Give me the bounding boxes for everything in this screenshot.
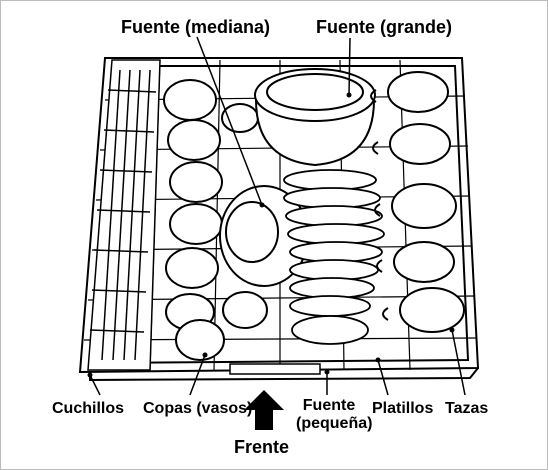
glasses-column xyxy=(163,79,268,361)
front-arrow-icon xyxy=(244,390,284,430)
label-fuente-grande: Fuente (grande) xyxy=(316,17,453,37)
cups-column xyxy=(370,71,465,333)
cutlery-basket xyxy=(87,59,161,371)
large-bowl xyxy=(254,68,376,167)
label-fuente-pequena-line1: Fuente xyxy=(302,397,356,414)
medium-bowl xyxy=(219,185,309,287)
saucer-stack xyxy=(283,169,385,345)
label-tazas: Tazas xyxy=(445,400,489,417)
leader-lines xyxy=(89,36,466,396)
label-frente: Frente xyxy=(234,437,290,457)
label-fuente-pequena: Fuente (pequeña) xyxy=(296,397,373,432)
label-platillos: Platillos xyxy=(372,400,434,417)
label-copas: Copas (vasos) xyxy=(143,400,253,417)
label-fuente-pequena-line2: (pequeña) xyxy=(296,415,373,432)
rack-handle xyxy=(229,363,321,375)
label-cuchillos: Cuchillos xyxy=(52,400,125,417)
leader-dots xyxy=(87,92,455,378)
label-fuente-mediana: Fuente (mediana) xyxy=(121,17,271,37)
